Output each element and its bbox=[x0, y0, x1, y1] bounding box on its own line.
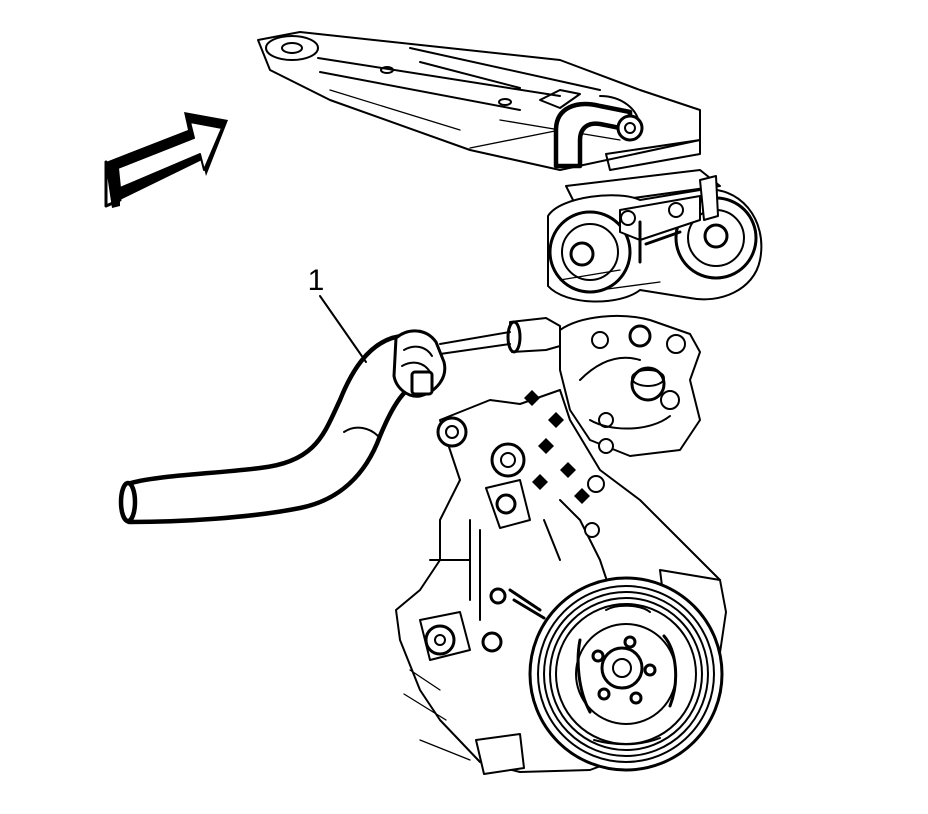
callout-1-label: 1 bbox=[308, 264, 325, 297]
direction-arrow-icon bbox=[104, 112, 228, 208]
crankshaft-pulley bbox=[528, 569, 727, 772]
water-pump-housing bbox=[439, 314, 701, 457]
camshaft-gears bbox=[547, 175, 763, 303]
radiator-inlet-hose bbox=[118, 329, 447, 525]
callout-1: 1 bbox=[308, 264, 367, 363]
